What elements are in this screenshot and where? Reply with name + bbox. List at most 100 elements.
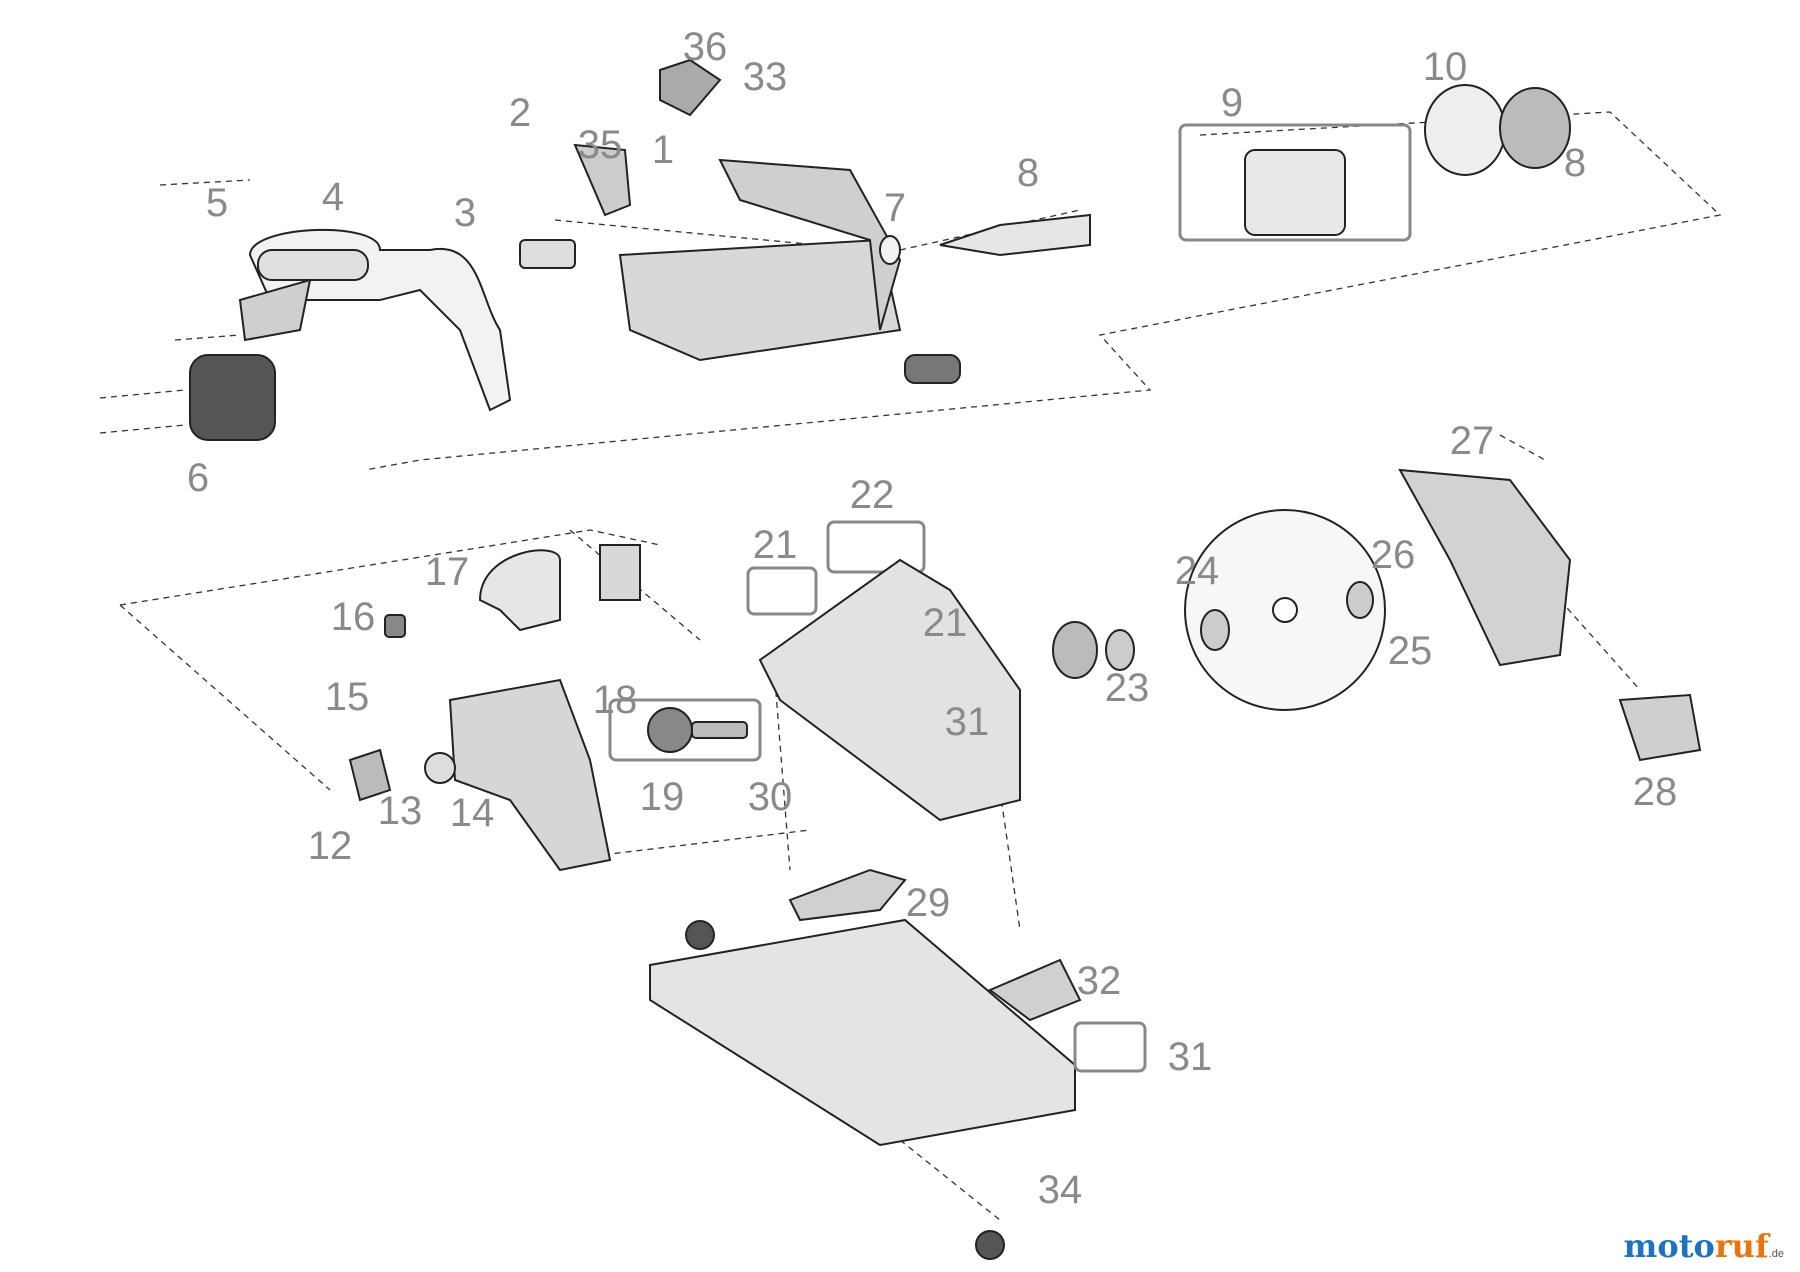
part-label: 35 bbox=[577, 123, 623, 167]
part-label: 8 bbox=[1016, 151, 1040, 195]
depth-knob-part bbox=[685, 920, 715, 950]
part-label: 21 bbox=[922, 601, 968, 645]
part-label: 8 bbox=[1563, 141, 1587, 185]
guard-screw-guide bbox=[1499, 434, 1546, 461]
screw-guide-2 bbox=[174, 334, 241, 341]
handle-grip bbox=[257, 249, 369, 281]
gear-housing-part bbox=[758, 558, 1021, 822]
upper-guide bbox=[364, 111, 1722, 471]
brand-name-part1: moto bbox=[1623, 1227, 1715, 1265]
blade-guard-part bbox=[448, 678, 612, 872]
rear-quadrant-part bbox=[988, 958, 1082, 1022]
bearing-2-part bbox=[1105, 629, 1135, 671]
part-label: 27 bbox=[1449, 419, 1495, 463]
part-label: 1 bbox=[651, 128, 675, 172]
part-label: 7 bbox=[883, 186, 907, 230]
middle-guide-left bbox=[119, 529, 661, 606]
housing-top-part bbox=[718, 158, 902, 331]
screw-guide-4 bbox=[99, 424, 186, 434]
gear-part bbox=[647, 707, 693, 753]
spacer-part bbox=[424, 752, 456, 784]
lever-part bbox=[599, 544, 641, 601]
bracket-box bbox=[826, 520, 926, 574]
part-label: 3 bbox=[453, 191, 477, 235]
part-label: 28 bbox=[1632, 770, 1678, 814]
part-label: 24 bbox=[1174, 549, 1220, 593]
spindle-box bbox=[608, 698, 762, 762]
part-label: 12 bbox=[307, 824, 353, 868]
part-label: 25 bbox=[1387, 629, 1433, 673]
knob-box-base bbox=[1073, 1021, 1147, 1073]
screw-guide-5 bbox=[554, 219, 871, 251]
spindle-part bbox=[691, 721, 748, 739]
armature-part bbox=[939, 213, 1091, 257]
part-label: 5 bbox=[205, 181, 229, 225]
cable-part bbox=[904, 354, 961, 384]
trigger-part bbox=[238, 278, 312, 342]
flange-part bbox=[1200, 609, 1230, 651]
bevel-quadrant-part bbox=[788, 868, 907, 922]
part-label: 16 bbox=[330, 595, 376, 639]
part-label: 15 bbox=[324, 675, 370, 719]
part-label: 6 bbox=[186, 456, 210, 500]
cable-clamp-part bbox=[519, 239, 576, 269]
brand-suffix: .de bbox=[1768, 1248, 1784, 1260]
part-label: 31 bbox=[1167, 1035, 1213, 1079]
bearing-1-part bbox=[1052, 621, 1098, 679]
base-assembly bbox=[649, 868, 1147, 1260]
guard-guide bbox=[1559, 599, 1641, 691]
washer-part bbox=[1346, 581, 1374, 619]
part-label: 17 bbox=[424, 550, 470, 594]
stator-box bbox=[1178, 123, 1412, 242]
housing-guide bbox=[559, 829, 811, 861]
part-label: 33 bbox=[742, 55, 788, 99]
fan-part bbox=[1499, 87, 1571, 169]
part-label: 2 bbox=[508, 91, 532, 135]
part-label: 29 bbox=[905, 881, 951, 925]
rear-knob-part bbox=[975, 1230, 1005, 1260]
part-label: 32 bbox=[1076, 959, 1122, 1003]
part-label: 34 bbox=[1037, 1168, 1083, 1212]
bearing-part bbox=[879, 235, 901, 265]
upper-guard-part bbox=[1398, 468, 1572, 667]
part-label: 21 bbox=[752, 523, 798, 567]
part-label: 19 bbox=[639, 775, 685, 819]
part-label: 9 bbox=[1220, 81, 1244, 125]
upper-assembly bbox=[189, 58, 1571, 441]
part-label: 14 bbox=[449, 791, 495, 835]
screw-guide-1 bbox=[159, 179, 251, 186]
brush-cover-part bbox=[189, 354, 276, 441]
switch-lock-part bbox=[659, 58, 722, 117]
switch-part bbox=[573, 143, 632, 217]
part-label: 18 bbox=[592, 678, 638, 722]
base-plate-part bbox=[649, 918, 1076, 1147]
part-label: 26 bbox=[1370, 533, 1416, 577]
base-guide-1 bbox=[774, 679, 791, 871]
screw-guide-3 bbox=[99, 389, 186, 399]
brand-name-part2: ruf bbox=[1714, 1227, 1769, 1265]
spring-lever-part bbox=[348, 748, 392, 802]
part-label: 23 bbox=[1104, 666, 1150, 710]
part-label: 22 bbox=[849, 473, 895, 517]
motor-housing-part bbox=[618, 238, 902, 362]
part-label: 10 bbox=[1422, 45, 1468, 89]
base-guide-3 bbox=[899, 1139, 1001, 1221]
base-guide-2 bbox=[999, 789, 1021, 931]
middle-assembly bbox=[348, 468, 1702, 872]
knob-box-top bbox=[746, 566, 818, 616]
part-label: 36 bbox=[682, 25, 728, 69]
knob-part bbox=[384, 614, 406, 638]
dust-port-part bbox=[1618, 693, 1702, 762]
guard-hood-part bbox=[478, 549, 561, 632]
baffle-ring-part bbox=[1424, 84, 1506, 176]
part-label: 30 bbox=[747, 775, 793, 819]
part-label: 13 bbox=[377, 789, 423, 833]
stator-part bbox=[1244, 149, 1346, 236]
blade-bore bbox=[1272, 597, 1298, 623]
middle-guide-down bbox=[119, 604, 331, 791]
brand-logo: motoruf.de bbox=[1623, 1230, 1784, 1262]
part-label: 31 bbox=[944, 700, 990, 744]
part-label: 4 bbox=[321, 175, 345, 219]
